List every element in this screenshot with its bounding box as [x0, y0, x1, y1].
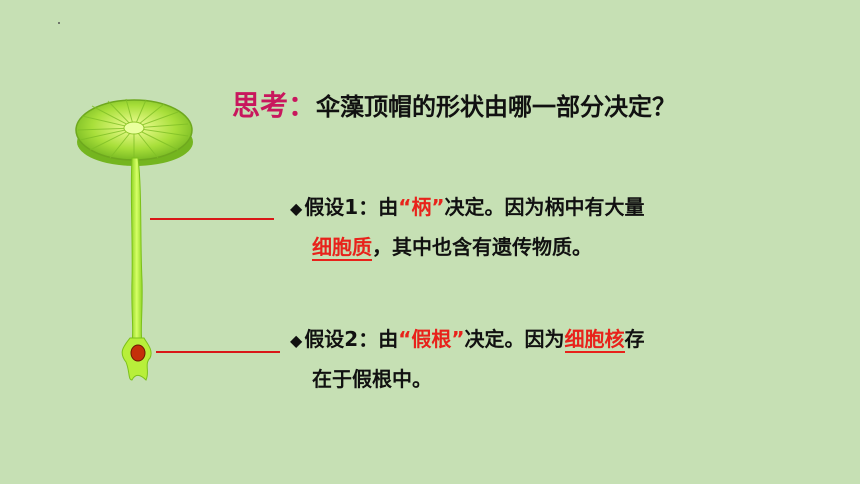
stalk: [130, 157, 143, 343]
pointer-line-stalk: [150, 218, 274, 220]
page-title: 思考：伞藻顶帽的形状由哪一部分决定？: [232, 84, 676, 124]
acetabularia-plant-illustration: [75, 98, 193, 381]
nucleus: [130, 344, 146, 362]
hypothesis-2: ◆假设2：由“假根”决定。因为细胞核存 在于假根中。: [290, 320, 645, 398]
diamond-bullet-icon: ◆: [290, 199, 303, 218]
hypothesis-text: 决定。因为柄中有大量: [444, 195, 645, 219]
hypothesis-label: 假设2：由: [304, 327, 399, 351]
hypothesis-text-2: 在于假根中。: [312, 367, 432, 391]
hypothesis-1: ◆假设1：由“柄”决定。因为柄中有大量 细胞质，其中也含有遗传物质。: [290, 188, 645, 266]
hypothesis-text-tail: 存: [624, 327, 645, 351]
hypothesis-label: 假设1：由: [304, 195, 399, 219]
underlined-term: 细胞质: [312, 235, 372, 261]
pointer-line-rhizoid: [156, 351, 280, 353]
hypothesis-keyword: “柄”: [398, 195, 445, 219]
title-highlight: 思考：: [232, 89, 317, 122]
hypothesis-line-2: 在于假根中。: [290, 360, 645, 398]
hypothesis-text: 决定。因为: [464, 327, 565, 351]
underlined-term: 细胞核: [564, 327, 625, 353]
hypothesis-keyword: “假根”: [398, 327, 465, 351]
cap-center: [123, 121, 145, 135]
title-question: 伞藻顶帽的形状由哪一部分决定？: [316, 93, 677, 121]
hypothesis-text-2: ，其中也含有遗传物质。: [372, 235, 592, 259]
decorative-dot: [58, 22, 60, 24]
hypothesis-line-2: 细胞质，其中也含有遗传物质。: [290, 228, 645, 266]
diamond-bullet-icon: ◆: [290, 331, 303, 350]
